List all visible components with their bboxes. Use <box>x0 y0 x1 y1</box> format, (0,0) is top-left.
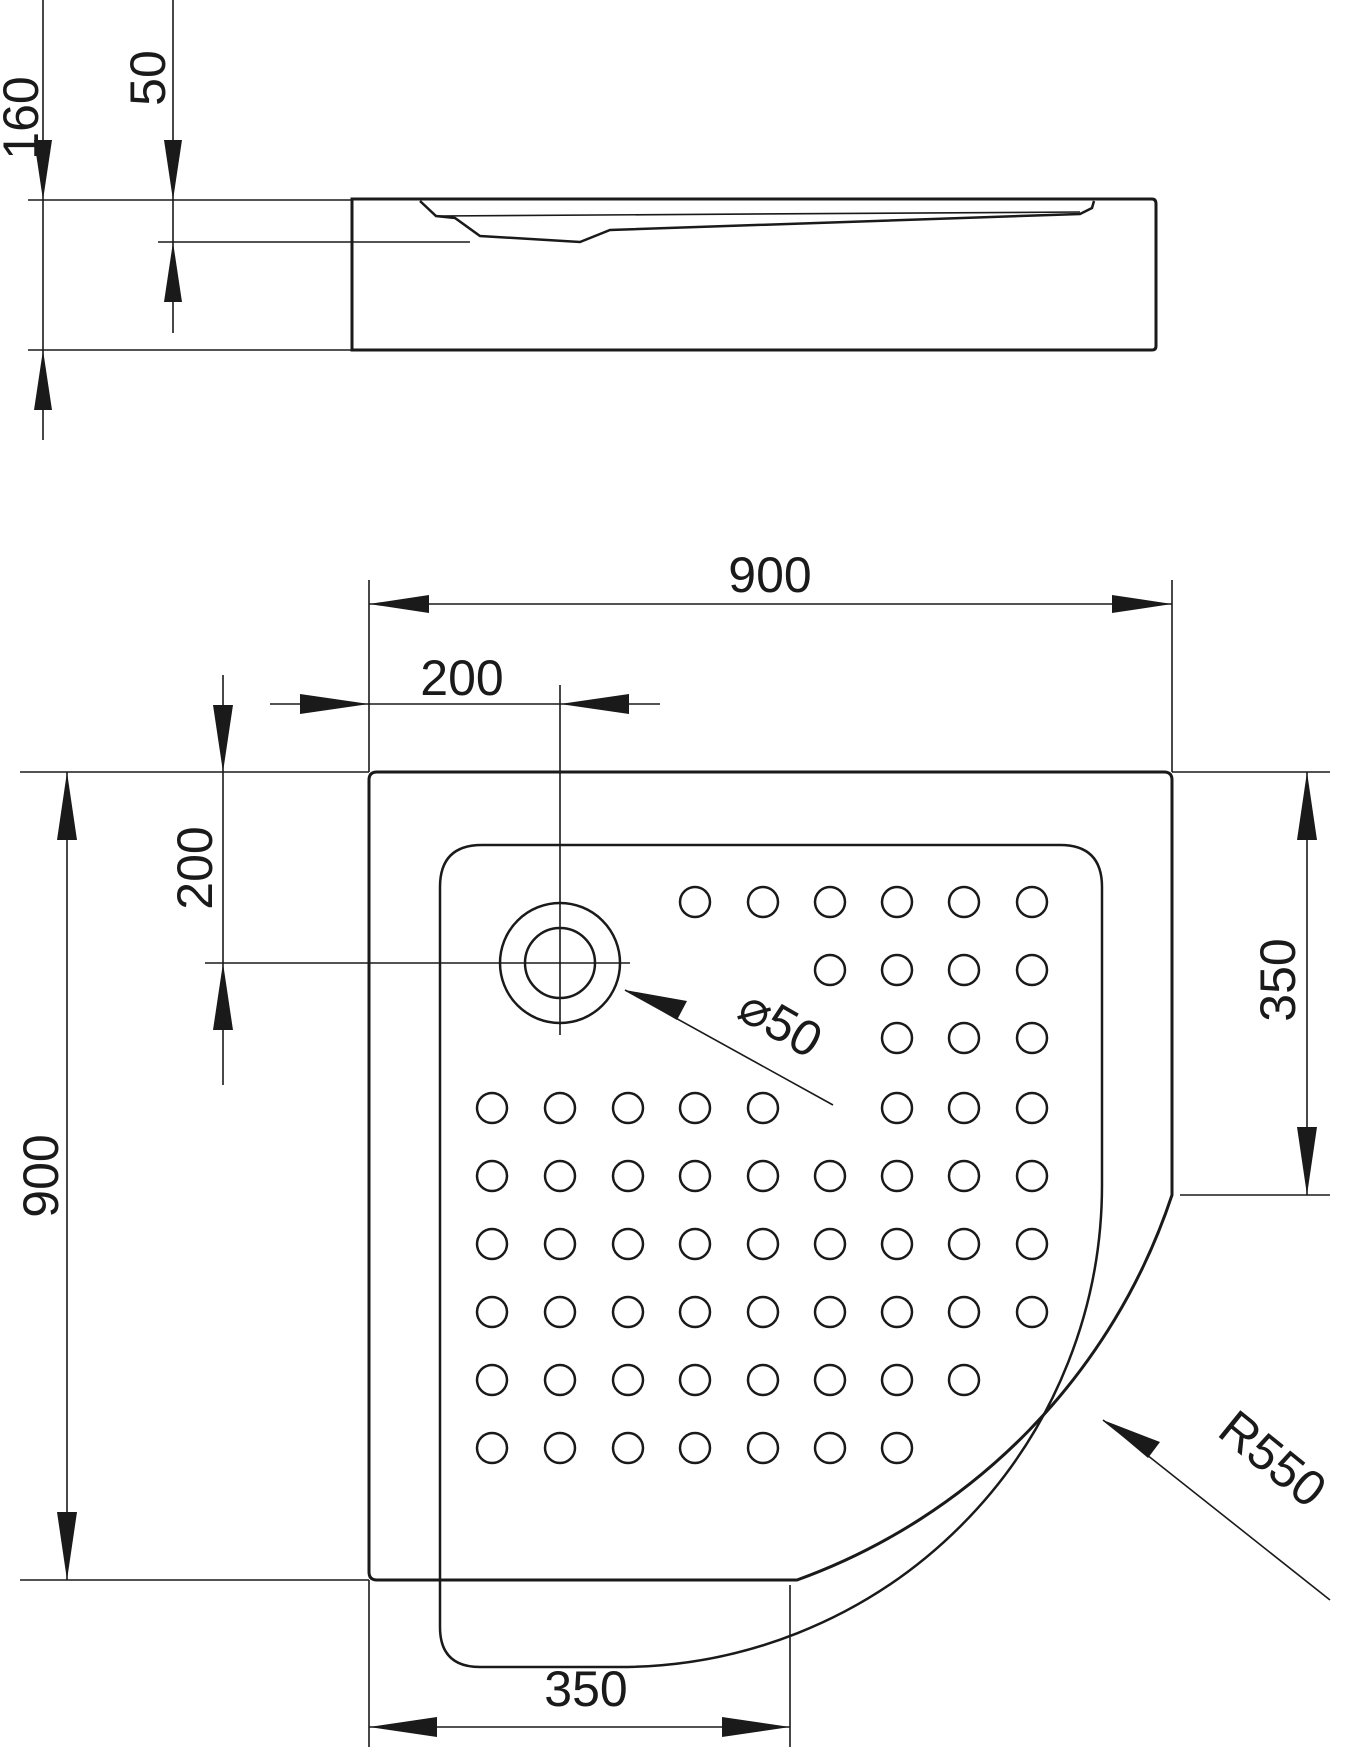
anti-slip-dot <box>611 1431 645 1465</box>
anti-slip-dot <box>678 1227 712 1261</box>
anti-slip-dot <box>1015 1159 1049 1193</box>
dim-drain-y: 200 <box>167 675 233 1085</box>
anti-slip-dot <box>947 1363 981 1397</box>
anti-slip-dot <box>475 1091 509 1125</box>
anti-slip-dot <box>1015 1295 1049 1329</box>
anti-slip-dot <box>746 1227 780 1261</box>
total-height-label: 160 <box>0 76 49 159</box>
width-label: 900 <box>728 547 811 603</box>
anti-slip-dot <box>746 1363 780 1397</box>
anti-slip-dot <box>880 1159 914 1193</box>
anti-slip-dot <box>543 1091 577 1125</box>
anti-slip-dot <box>475 1363 509 1397</box>
drain-x-label: 200 <box>420 650 503 706</box>
anti-slip-dot <box>813 1431 847 1465</box>
straight-right-label: 350 <box>1250 938 1306 1021</box>
anti-slip-dot <box>611 1295 645 1329</box>
anti-slip-dot <box>880 1227 914 1261</box>
anti-slip-dot <box>880 1021 914 1055</box>
anti-slip-dot <box>1015 885 1049 919</box>
drain <box>205 685 630 1035</box>
anti-slip-dot <box>746 1431 780 1465</box>
basin <box>438 843 1104 1669</box>
anti-slip-dot <box>880 1091 914 1125</box>
anti-slip-dot <box>947 1021 981 1055</box>
dim-recess-depth: 50 <box>120 0 182 333</box>
anti-slip-dot <box>678 885 712 919</box>
anti-slip-dot <box>611 1227 645 1261</box>
dim-drain-x: 200 <box>270 650 660 714</box>
anti-slip-dot <box>678 1363 712 1397</box>
anti-slip-dot <box>813 1227 847 1261</box>
anti-slip-dot <box>678 1091 712 1125</box>
anti-slip-dot <box>1015 1227 1049 1261</box>
anti-slip-dot <box>678 1159 712 1193</box>
anti-slip-dot <box>947 1295 981 1329</box>
side-view-recess <box>419 200 1096 244</box>
anti-slip-dot <box>543 1159 577 1193</box>
dim-depth: 900 <box>13 771 369 1581</box>
dim-straight-bottom: 350 <box>368 1580 791 1747</box>
anti-slip-dot <box>746 1159 780 1193</box>
anti-slip-dot <box>813 1295 847 1329</box>
basin-outline <box>438 843 1104 1669</box>
anti-slip-dot <box>475 1227 509 1261</box>
anti-slip-dot <box>880 1431 914 1465</box>
anti-slip-dot <box>880 1363 914 1397</box>
anti-slip-dot <box>746 1295 780 1329</box>
anti-slip-dot <box>947 1091 981 1125</box>
anti-slip-dot <box>813 1159 847 1193</box>
anti-slip-dot <box>947 1159 981 1193</box>
anti-slip-dot <box>746 885 780 919</box>
anti-slip-dot <box>880 953 914 987</box>
dim-radius: R550 <box>1102 1399 1337 1601</box>
side-view-outline <box>350 197 1158 352</box>
anti-slip-dot <box>947 1227 981 1261</box>
side-view-recess-inner <box>435 211 1081 217</box>
anti-slip-dots <box>475 885 1049 1465</box>
drain-y-label: 200 <box>167 826 223 909</box>
drain-diameter-label: ⌀50 <box>729 978 831 1069</box>
anti-slip-dot <box>1015 1021 1049 1055</box>
anti-slip-dot <box>1015 953 1049 987</box>
anti-slip-dot <box>611 1091 645 1125</box>
anti-slip-dot <box>880 885 914 919</box>
anti-slip-dot <box>813 885 847 919</box>
radius-label: R550 <box>1209 1399 1337 1518</box>
dim-drain-diameter: ⌀50 <box>624 978 834 1106</box>
dim-straight-right: 350 <box>1172 771 1330 1196</box>
anti-slip-dot <box>543 1363 577 1397</box>
anti-slip-dot <box>813 953 847 987</box>
top-view <box>367 770 1174 1582</box>
anti-slip-dot <box>543 1295 577 1329</box>
anti-slip-dot <box>813 1363 847 1397</box>
tray-outline <box>367 770 1174 1582</box>
anti-slip-dot <box>678 1295 712 1329</box>
anti-slip-dot <box>880 1295 914 1329</box>
anti-slip-dot <box>475 1295 509 1329</box>
anti-slip-dot <box>611 1159 645 1193</box>
straight-bottom-label: 350 <box>544 1661 627 1717</box>
anti-slip-dot <box>947 885 981 919</box>
side-view: 160 50 <box>0 0 1158 440</box>
anti-slip-dot <box>475 1159 509 1193</box>
anti-slip-dot <box>543 1227 577 1261</box>
anti-slip-dot <box>746 1091 780 1125</box>
anti-slip-dot <box>947 953 981 987</box>
dim-width: 900 <box>368 547 1173 772</box>
anti-slip-dot <box>475 1431 509 1465</box>
dim-total-height: 160 <box>0 0 52 440</box>
anti-slip-dot <box>611 1363 645 1397</box>
recess-depth-label: 50 <box>120 50 176 106</box>
anti-slip-dot <box>543 1431 577 1465</box>
anti-slip-dot <box>678 1431 712 1465</box>
anti-slip-dot <box>1015 1091 1049 1125</box>
depth-label: 900 <box>13 1134 69 1217</box>
